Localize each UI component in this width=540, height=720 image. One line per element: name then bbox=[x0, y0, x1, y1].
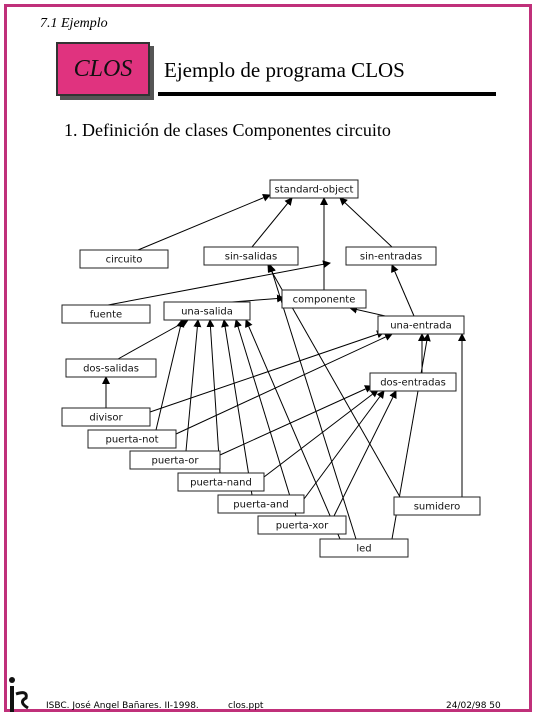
edge-led-to-sin-salidas bbox=[268, 264, 357, 540]
node-label-standard-object: standard-object bbox=[275, 185, 354, 196]
node-label-puerta-nand: puerta-nand bbox=[190, 478, 252, 489]
node-label-una-entrada: una-entrada bbox=[390, 321, 452, 332]
slide-frame bbox=[4, 4, 532, 712]
node-una-entrada: una-entrada bbox=[377, 315, 465, 335]
node-box-una-entrada bbox=[377, 315, 465, 335]
title-rule bbox=[158, 92, 496, 96]
node-label-una-salida: una-salida bbox=[181, 307, 233, 318]
node-box-dos-salidas bbox=[65, 358, 157, 378]
edge-puerta-or-to-una-salida bbox=[185, 319, 202, 452]
edge-led-to-una-salida bbox=[245, 319, 341, 540]
node-label-puerta-and: puerta-and bbox=[233, 500, 288, 511]
node-led: led bbox=[319, 538, 409, 558]
edge-puerta-nand-to-una-salida bbox=[206, 319, 221, 474]
node-box-sin-entradas bbox=[345, 246, 437, 266]
node-puerta-nand: puerta-nand bbox=[177, 472, 265, 492]
edge-una-salida-to-componente bbox=[231, 294, 285, 303]
node-label-puerta-xor: puerta-xor bbox=[276, 521, 329, 532]
isbc-logo-icon bbox=[9, 677, 29, 712]
node-sin-entradas: sin-entradas bbox=[345, 246, 437, 266]
node-puerta-xor: puerta-xor bbox=[257, 515, 347, 535]
node-puerta-and: puerta-and bbox=[217, 494, 305, 514]
node-label-componente: componente bbox=[293, 295, 356, 306]
node-label-led: led bbox=[356, 544, 371, 555]
node-sin-salidas: sin-salidas bbox=[203, 246, 299, 266]
edge-sin-entradas-to-standard-object bbox=[339, 197, 393, 248]
footer-file: clos.ppt bbox=[228, 701, 264, 711]
node-box-puerta-nand bbox=[177, 472, 265, 492]
node-box-puerta-and bbox=[217, 494, 305, 514]
node-box-una-salida bbox=[163, 301, 251, 321]
node-label-sin-entradas: sin-entradas bbox=[360, 252, 422, 263]
node-box-divisor bbox=[61, 407, 151, 427]
node-dos-entradas: dos-entradas bbox=[369, 372, 457, 392]
edge-circuito-to-standard-object bbox=[137, 194, 271, 251]
node-label-circuito: circuito bbox=[106, 255, 143, 266]
node-circuito: circuito bbox=[79, 249, 169, 269]
node-componente: componente bbox=[281, 289, 367, 309]
node-box-puerta-not bbox=[87, 429, 177, 449]
edge-sin-salidas-to-standard-object bbox=[251, 197, 293, 248]
node-label-divisor: divisor bbox=[89, 413, 123, 424]
node-box-puerta-xor bbox=[257, 515, 347, 535]
node-label-sin-salidas: sin-salidas bbox=[225, 252, 278, 263]
node-label-sumidero: sumidero bbox=[414, 502, 461, 513]
edge-puerta-and-to-dos-entradas bbox=[303, 390, 385, 500]
node-sumidero: sumidero bbox=[393, 496, 481, 516]
clos-badge: CLOS bbox=[56, 42, 150, 96]
footer-date-page: 24/02/98 50 bbox=[446, 701, 501, 711]
node-label-puerta-or: puerta-or bbox=[151, 456, 199, 467]
edge-puerta-nand-to-dos-entradas bbox=[263, 389, 379, 478]
edge-puerta-xor-to-una-salida bbox=[234, 319, 297, 517]
edge-dos-salidas-to-una-salida bbox=[117, 319, 189, 360]
node-box-standard-object bbox=[269, 179, 359, 199]
slide-title: Ejemplo de programa CLOS bbox=[164, 58, 405, 82]
node-standard-object: standard-object bbox=[269, 179, 359, 199]
clos-badge-label: CLOS bbox=[73, 55, 133, 82]
node-box-sumidero bbox=[393, 496, 481, 516]
edge-una-entrada-to-sin-entradas bbox=[391, 264, 415, 317]
node-label-dos-salidas: dos-salidas bbox=[83, 364, 139, 375]
node-box-circuito bbox=[79, 249, 169, 269]
edge-puerta-not-to-una-salida bbox=[155, 319, 185, 431]
footer-credit: ISBC. José Angel Bañares. II-1998. bbox=[46, 701, 199, 711]
node-label-dos-entradas: dos-entradas bbox=[380, 378, 446, 389]
node-label-fuente: fuente bbox=[90, 310, 122, 321]
node-label-puerta-not: puerta-not bbox=[106, 435, 159, 446]
node-puerta-or: puerta-or bbox=[129, 450, 221, 470]
node-box-fuente bbox=[61, 304, 151, 324]
node-fuente: fuente bbox=[61, 304, 151, 324]
node-divisor: divisor bbox=[61, 407, 151, 427]
node-puerta-not: puerta-not bbox=[87, 429, 177, 449]
edge-puerta-not-to-una-entrada bbox=[175, 333, 393, 435]
node-una-salida: una-salida bbox=[163, 301, 251, 321]
node-box-componente bbox=[281, 289, 367, 309]
node-box-puerta-or bbox=[129, 450, 221, 470]
section-label: 7.1 Ejemplo bbox=[40, 16, 108, 31]
node-box-sin-salidas bbox=[203, 246, 299, 266]
edge-fuente-to-sin-entradas bbox=[107, 260, 331, 306]
edge-puerta-and-to-una-salida bbox=[221, 319, 253, 496]
subtitle: 1. Definición de clases Componentes circ… bbox=[64, 120, 391, 140]
edge-puerta-xor-to-dos-entradas bbox=[333, 390, 397, 517]
edge-puerta-or-to-dos-entradas bbox=[219, 385, 373, 456]
node-box-dos-entradas bbox=[369, 372, 457, 392]
node-dos-salidas: dos-salidas bbox=[65, 358, 157, 378]
edge-divisor-to-una-entrada bbox=[149, 330, 385, 413]
node-box-led bbox=[319, 538, 409, 558]
